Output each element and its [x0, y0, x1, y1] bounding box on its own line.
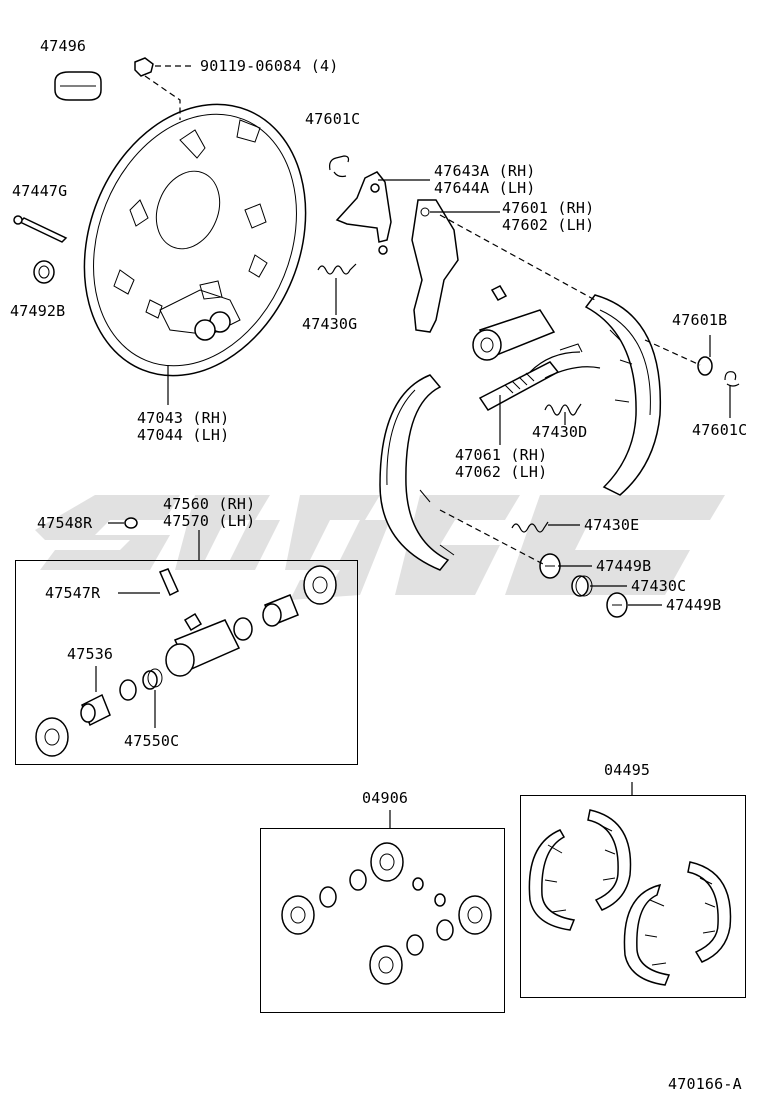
- plug-47496: [54, 71, 102, 101]
- clip-47601c-right: [724, 371, 740, 387]
- label-47547r: 47547R: [45, 584, 101, 602]
- wheel-cylinder-body: [165, 612, 241, 677]
- kit-box-04495: [520, 795, 746, 998]
- label-47643a: 47643A (RH): [434, 162, 536, 180]
- label-47430e: 47430E: [584, 516, 640, 534]
- strut-47601: [411, 199, 459, 333]
- piston-47536: [80, 693, 111, 727]
- label-47560: 47560 (RH): [163, 495, 256, 513]
- piston-right: [262, 594, 299, 627]
- label-47601c-top: 47601C: [305, 110, 361, 128]
- label-47447g: 47447G: [12, 182, 68, 200]
- label-47602: 47602 (LH): [502, 216, 595, 234]
- spring-47430g: [317, 263, 357, 275]
- label-47430d: 47430D: [532, 423, 588, 441]
- leader-lines: [95, 179, 731, 828]
- kit-box-04906: [260, 828, 505, 1013]
- spring-47430d: [544, 403, 582, 416]
- kit-04906-parts: [281, 842, 492, 985]
- bleeder-47547r: [158, 568, 179, 597]
- label-47496: 47496: [40, 37, 87, 55]
- label-47062: 47062 (LH): [455, 463, 548, 481]
- kit-box-wheel-cylinder: [15, 560, 358, 765]
- wheel-cylinder-top: [472, 285, 556, 361]
- label-47550c: 47550C: [124, 732, 180, 750]
- label-47601: 47601 (RH): [502, 199, 595, 217]
- label-47449b-1: 47449B: [596, 557, 652, 575]
- retainer-47449b-2: [606, 592, 628, 618]
- label-47430g: 47430G: [302, 315, 358, 333]
- pin-47447g: [13, 215, 68, 243]
- kit-04495-shoes: [528, 809, 732, 986]
- spring-47550c: [142, 668, 163, 690]
- dashed-guides: [439, 214, 701, 566]
- retainer-47449b-1: [539, 553, 561, 579]
- label-47570: 47570 (LH): [163, 512, 256, 530]
- bolt-90119: [134, 57, 195, 120]
- label-47449b-2: 47449B: [666, 596, 722, 614]
- label-47548r: 47548R: [37, 514, 93, 532]
- cup-47492b: [33, 260, 55, 284]
- label-47492b: 47492B: [10, 302, 66, 320]
- brake-shoe-left: [379, 374, 455, 571]
- boot-right: [303, 565, 337, 605]
- label-47601b: 47601B: [672, 311, 728, 329]
- boot-left: [35, 717, 69, 757]
- label-47601c-right: 47601C: [692, 421, 748, 439]
- lever-47643a: [335, 171, 392, 255]
- bleeder-47548r: [124, 517, 138, 529]
- catalog-reference: 470166-A: [668, 1075, 742, 1093]
- brake-shoe-right: [584, 294, 662, 496]
- label-04906: 04906: [362, 789, 409, 807]
- label-47044: 47044 (LH): [137, 426, 230, 444]
- label-47043: 47043 (RH): [137, 409, 230, 427]
- cup-left: [119, 679, 137, 701]
- label-47536: 47536: [67, 645, 114, 663]
- label-47430c: 47430C: [631, 577, 687, 595]
- clip-47601c-top: [329, 155, 350, 178]
- label-90119: 90119-06084 (4): [200, 57, 339, 75]
- label-47644a: 47644A (LH): [434, 179, 536, 197]
- label-47061: 47061 (RH): [455, 446, 548, 464]
- washer-47601b: [697, 356, 713, 376]
- spring-47430e: [511, 521, 549, 533]
- label-04495: 04495: [604, 761, 651, 779]
- cup-right: [233, 617, 253, 641]
- backing-plate: [83, 103, 307, 377]
